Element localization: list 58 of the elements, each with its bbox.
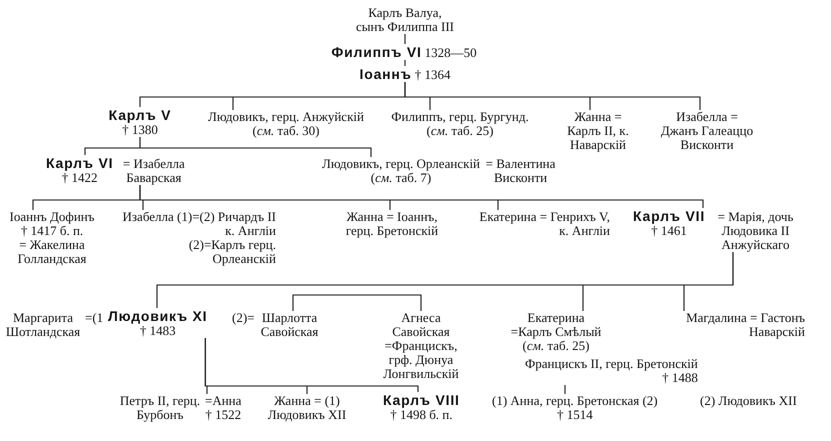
death-date: † 1364 [414, 68, 450, 82]
person-name: Филиппъ, герц. Бургунд. [391, 110, 529, 124]
tree-line [139, 137, 372, 157]
marriage-mark: =(1 [85, 311, 104, 325]
person-name: (1) Анна, герц. Бретонская (2) [492, 394, 658, 408]
ruler-name: Іоаннъ [360, 66, 412, 82]
tree-line [204, 338, 419, 392]
death-date: † 1514 [556, 408, 593, 422]
spouse-name: = Валентина Висконти [484, 157, 556, 185]
tree-line [404, 82, 701, 110]
couple-names: Жанна = (1) Людовикъ XII [267, 394, 347, 422]
ruler-name: Филиппъ VI [331, 44, 422, 60]
marriage-mark: (2)= [232, 311, 254, 325]
spouse-name: =Анна [205, 394, 242, 408]
person-name: (2) Людовикъ XII [700, 394, 797, 408]
death-date: † 1461 [651, 224, 687, 238]
person-name: Іоаннъ Дофинъ [10, 210, 94, 224]
death-date: † 1417 б. п. [20, 224, 84, 238]
ruler-name: Карлъ V [108, 107, 172, 123]
couple-names: Изабелла = Джанъ Галеаццо Висконти [660, 110, 754, 152]
death-date: † 1422 [62, 171, 98, 185]
tree-line [564, 385, 566, 394]
cross-reference: (см. таб. 7) [370, 171, 432, 185]
person-name: Маргарита Шотландская [4, 311, 82, 339]
person-name: Людовикъ, герц. Орлеанскій [322, 157, 480, 171]
death-date: † 1380 [122, 123, 158, 137]
ruler-name: Людовикъ XI [108, 308, 208, 324]
tree-line [683, 252, 734, 311]
cross-reference: (см. таб. 30) [252, 124, 320, 138]
person-name: Шарлотта Савойская [260, 311, 320, 339]
spouse-name: = Марія, дочь Людовика II Анжуйскаго [716, 210, 794, 252]
person-name: Карлъ Валуа, сынъ Филиппа III [354, 6, 456, 34]
death-date: † 1488 [662, 371, 698, 385]
tree-line [404, 34, 406, 44]
reign-dates: 1328—50 [424, 46, 477, 60]
couple-names: Екатерина = Генрихъ V, к. Англіи [470, 210, 610, 238]
death-date: † 1483 [140, 324, 176, 338]
couple-names: Жанна = Іоаннъ, герц. Бретонскій [342, 210, 442, 238]
marriage-entry: (2)=Карлъ герц. Орлеанскій [188, 238, 276, 266]
spouse-name: = Изабелла Баварская [122, 157, 186, 185]
ruler-name: Карлъ VIII [383, 392, 460, 408]
tree-line [139, 185, 704, 208]
spouse-name: = Жакелина Голландская [16, 238, 88, 266]
person-name: Людовикъ, герц. Анжуйскій [208, 110, 364, 124]
tree-line [404, 60, 406, 66]
marriage-entry: Изабелла (1)=(2) Ричардъ II к. Англіи [122, 210, 276, 238]
death-date: † 1498 б. п. [390, 408, 453, 422]
couple-names: Жанна = Карлъ II, к. Наварскій [559, 110, 637, 152]
person-name: Петръ II, герц. Бурбонъ [118, 394, 202, 422]
cross-reference: (см. таб. 25) [426, 124, 494, 138]
couple-names: Агнеса Савойская =Францискъ, грф. Дюнуа Лонгвильскій [377, 311, 465, 381]
cross-reference: (см. таб. 25) [522, 339, 590, 353]
couple-names: Магдалина = Гастонъ Наварскій [665, 311, 805, 339]
ruler-name: Карлъ VI [46, 155, 114, 171]
death-date: † 1522 [205, 408, 242, 422]
ruler-name: Карлъ VII [633, 208, 706, 224]
person-name: Францискъ II, герц. Бретонскій [525, 357, 698, 371]
tree-line [292, 294, 422, 311]
